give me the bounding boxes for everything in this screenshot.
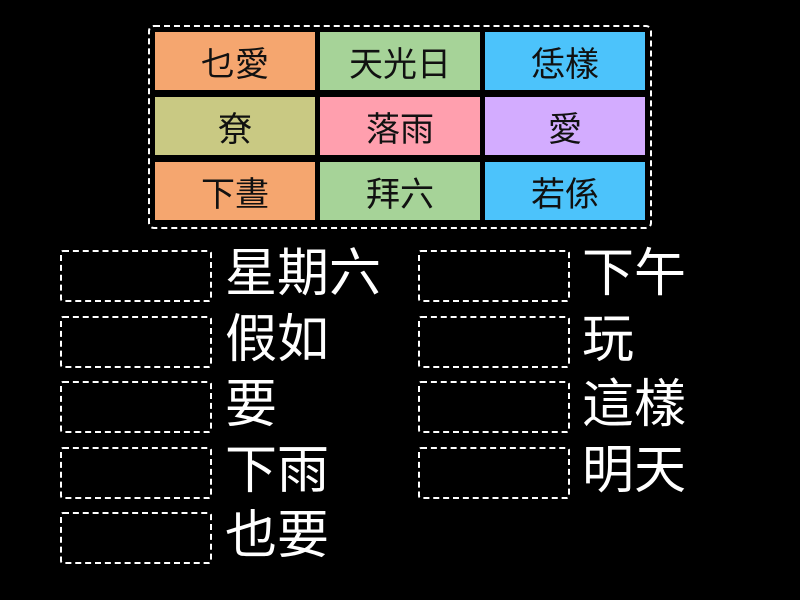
target-label: 星期六: [225, 244, 382, 304]
answer-tile[interactable]: 若係: [485, 162, 645, 220]
answer-tile[interactable]: 拜六: [320, 162, 480, 220]
target-label: 也要: [225, 506, 330, 566]
answer-tile[interactable]: 下晝: [155, 162, 315, 220]
target-label: 下午: [582, 244, 687, 304]
drop-slot[interactable]: [418, 446, 570, 499]
drop-slot[interactable]: [60, 250, 212, 302]
drop-slot[interactable]: [418, 250, 570, 302]
target-label: 假如: [225, 309, 330, 370]
answer-tile[interactable]: 尞: [155, 97, 315, 155]
answer-tile[interactable]: 天光日: [320, 32, 480, 90]
target-label: 玩: [582, 309, 635, 370]
drop-slot[interactable]: [60, 381, 212, 433]
target-label: 這樣: [582, 375, 687, 435]
target-label: 明天: [582, 440, 687, 501]
drop-slot[interactable]: [60, 315, 212, 368]
target-label: 要: [225, 375, 278, 435]
drop-slot[interactable]: [418, 381, 570, 433]
answer-tile[interactable]: 恁樣: [485, 32, 645, 90]
drop-slot[interactable]: [60, 512, 212, 564]
answer-tile[interactable]: 愛: [485, 97, 645, 155]
drop-slot[interactable]: [418, 315, 570, 368]
tile-bank: [148, 25, 652, 229]
target-label: 下雨: [225, 440, 330, 501]
drop-slot[interactable]: [60, 446, 212, 499]
answer-tile[interactable]: 乜愛: [155, 32, 315, 90]
answer-tile[interactable]: 落雨: [320, 97, 480, 155]
